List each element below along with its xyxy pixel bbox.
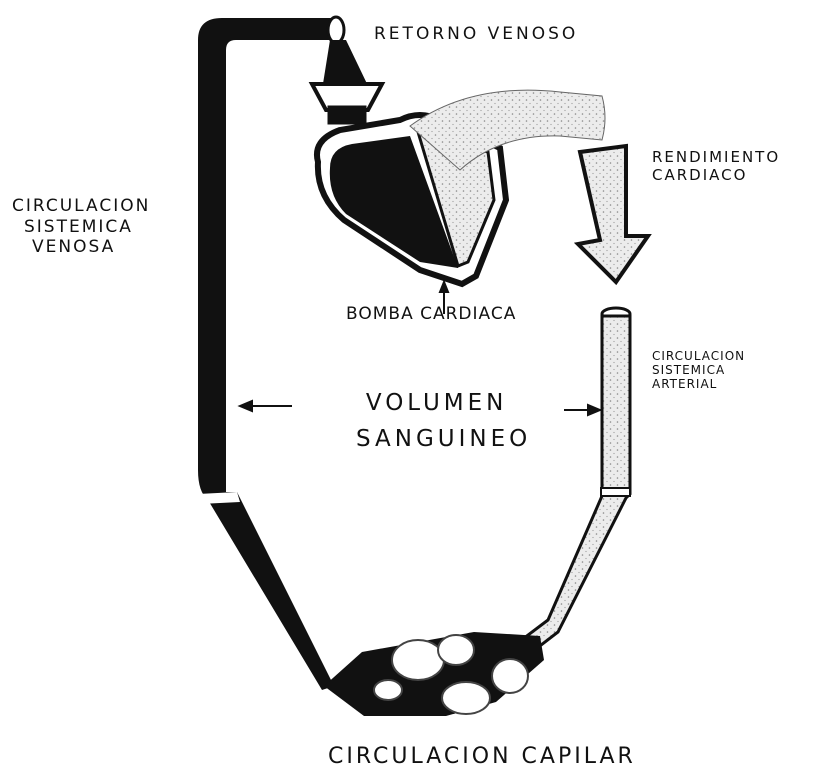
capillary-cell-5 [374,680,402,700]
arterial-band [601,488,630,496]
label-line: VENOSA [12,237,150,258]
capillary-cell-3 [442,682,490,714]
label-line: CIRCULACION [652,350,745,364]
label-line: ARTERIAL [652,378,745,392]
label-line: RENDIMIENTO [652,148,780,166]
label-line: CARDIACO [652,166,780,184]
cardiac-output-arrow [578,146,648,282]
label-line: SANGUINEO [342,422,531,458]
pointer-venous [240,401,292,411]
label-line: SISTEMICA [652,364,745,378]
funnel-highlight [336,96,360,104]
venous-band [198,492,240,504]
capillary-cell-2 [438,635,474,665]
label-line: CIRCULACION [12,196,150,217]
label-line: VOLUMEN [342,386,531,422]
label-bomba-cardiaca: BOMBA CARDIACA [346,304,516,325]
label-circulacion-sistemica-venosa: CIRCULACION SISTEMICA VENOSA [12,196,150,258]
label-circulacion-capilar: CIRCULACION CAPILAR [328,744,636,771]
label-retorno-venoso: RETORNO VENOSO [374,24,578,45]
venous-vessel [198,18,343,690]
label-rendimiento-cardiaco: RENDIMIENTO CARDIACO [652,148,780,185]
capillary-cell-1 [392,640,444,680]
label-circulacion-sistemica-arterial: CIRCULACION SISTEMICA ARTERIAL [652,350,745,391]
label-volumen-sanguineo: VOLUMEN SANGUINEO [342,386,531,457]
funnel-neck [328,106,366,124]
capillary-cell-4 [492,659,528,693]
pointer-arterial [564,405,600,415]
venous-mouth [328,17,344,43]
label-line: SISTEMICA [12,217,150,238]
